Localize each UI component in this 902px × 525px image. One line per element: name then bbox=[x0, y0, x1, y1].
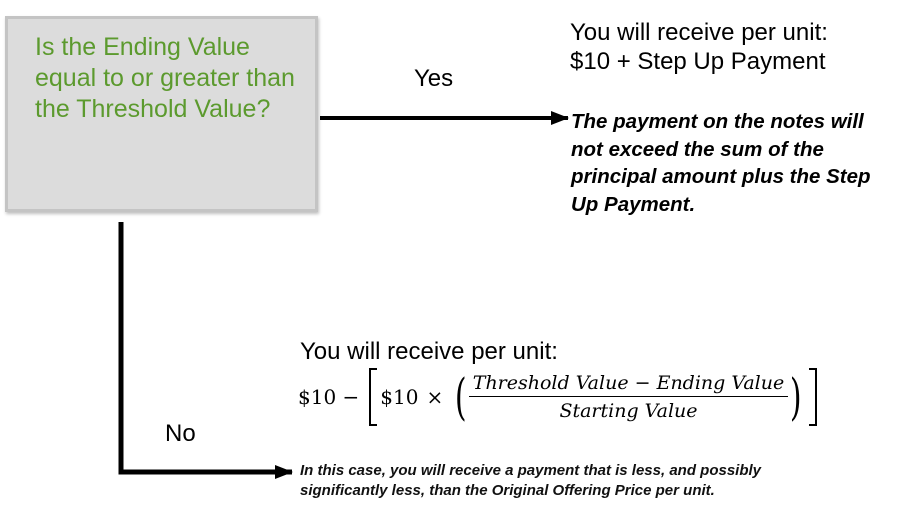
yes-label: Yes bbox=[414, 65, 454, 92]
yes-outcome-title: You will receive per unit: $10 + Step Up… bbox=[570, 18, 828, 76]
formula-right-paren: ) bbox=[790, 368, 802, 426]
no-outcome-note: In this case, you will receive a payment… bbox=[300, 461, 900, 501]
yes-outcome-note: The payment on the notes will not exceed… bbox=[571, 110, 871, 216]
payment-formula: $10 − $10 × ( Threshold Value − Ending V… bbox=[298, 364, 817, 430]
formula-left-paren: ( bbox=[455, 368, 467, 426]
no-outcome-title: You will receive per unit: bbox=[300, 338, 558, 365]
formula-fraction: Threshold Value − Ending Value Starting … bbox=[468, 372, 789, 422]
formula-lead: $10 − bbox=[298, 385, 360, 409]
no-note-line2: significantly less, than the Original Of… bbox=[300, 482, 715, 499]
formula-inner-lead: $10 bbox=[380, 385, 419, 409]
formula-numerator: Threshold Value − Ending Value bbox=[468, 372, 789, 397]
no-label: No bbox=[165, 420, 196, 447]
formula-denominator: Starting Value bbox=[559, 400, 698, 422]
formula-times: × bbox=[426, 385, 444, 409]
formula-right-bracket bbox=[808, 368, 817, 426]
yes-outcome-line1: You will receive per unit: bbox=[570, 19, 828, 46]
formula-left-bracket bbox=[369, 368, 378, 426]
no-arrow bbox=[118, 222, 293, 479]
decision-box: Is the Ending Value equal to or greater … bbox=[5, 16, 318, 212]
decision-question: Is the Ending Value equal to or greater … bbox=[35, 33, 295, 123]
yes-outcome-line2: $10 + Step Up Payment bbox=[570, 48, 826, 75]
no-note-line1: In this case, you will receive a payment… bbox=[300, 462, 762, 479]
